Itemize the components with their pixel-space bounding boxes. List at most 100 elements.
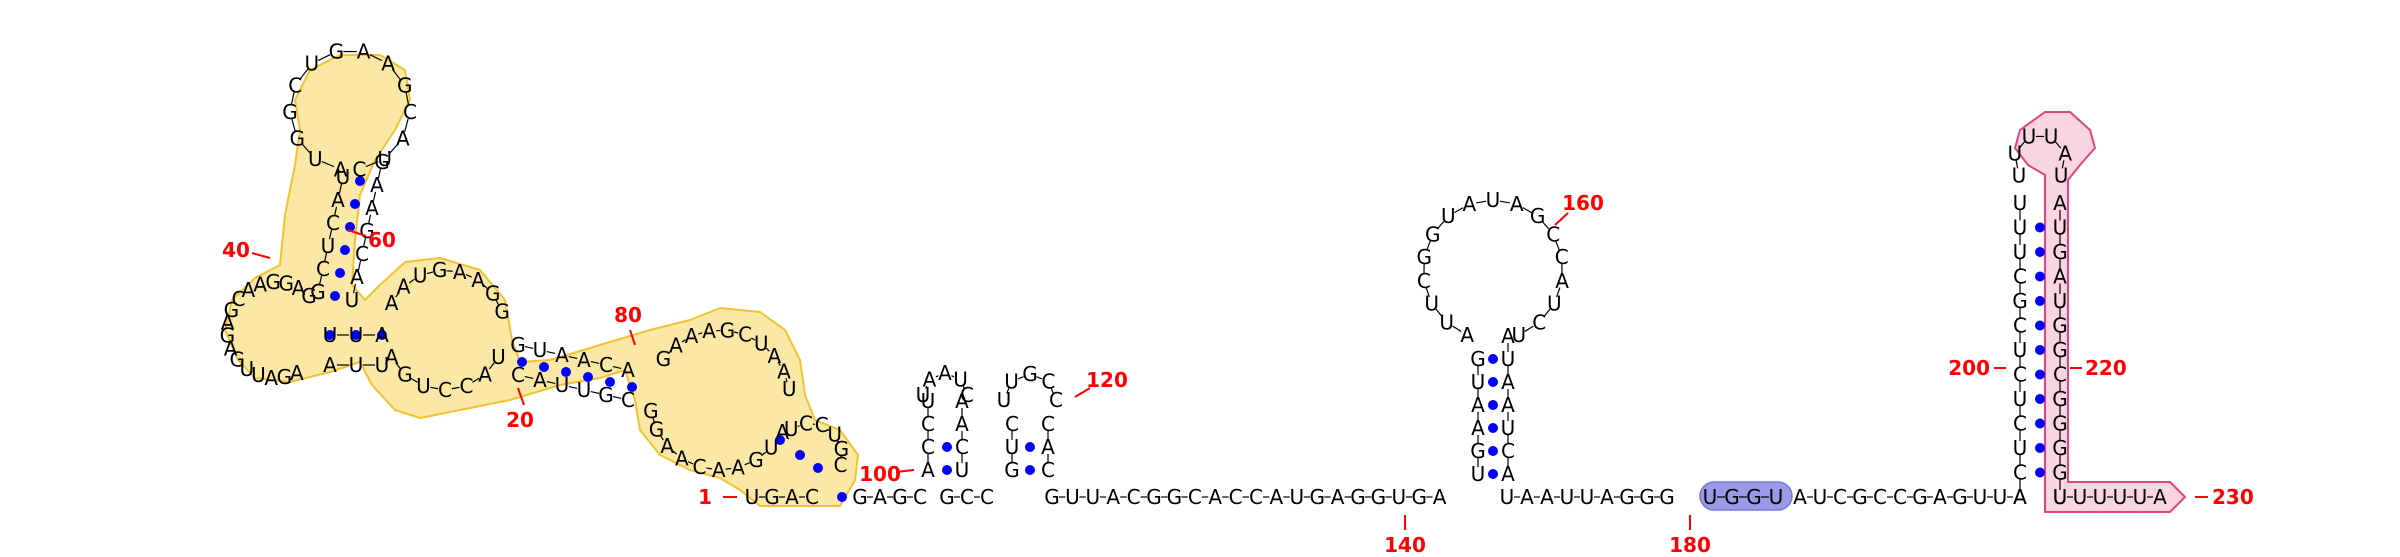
nucleotide: A xyxy=(2053,191,2067,215)
base-pair-dot xyxy=(2035,247,2045,257)
nucleotide: G xyxy=(1004,458,1020,482)
nucleotide: G xyxy=(1416,245,1432,269)
nucleotide: U xyxy=(2007,142,2022,166)
base-pair-dot xyxy=(795,450,805,460)
index-label: 80 xyxy=(614,303,642,327)
base-pair-dot xyxy=(2035,345,2045,355)
base-pair-dot xyxy=(355,176,365,186)
backbone-link xyxy=(328,229,333,240)
index-tick xyxy=(1554,212,1569,226)
nucleotide: U xyxy=(239,357,254,381)
base-pair-dot xyxy=(1488,446,1498,456)
nucleotide: A xyxy=(453,260,467,284)
nucleotide: C xyxy=(1041,412,1055,436)
nucleotide: U xyxy=(321,234,336,258)
backbone-link xyxy=(750,337,756,341)
nucleotide: A xyxy=(1555,269,1569,293)
nucleotide: A xyxy=(1501,324,1515,348)
nucleotide: A xyxy=(264,366,278,390)
index-label: 40 xyxy=(222,238,250,262)
nucleotide: U xyxy=(577,378,592,402)
nucleotide: C xyxy=(2013,314,2027,338)
nucleotide: C xyxy=(232,287,246,311)
index-tick xyxy=(517,387,525,406)
nucleotide: U xyxy=(1391,485,1406,509)
nucleotide: G xyxy=(277,365,293,389)
index-label: 60 xyxy=(368,228,396,252)
nucleotide: U xyxy=(555,373,570,397)
backbone-link xyxy=(362,237,367,248)
index-tick xyxy=(629,329,636,346)
nucleotide: U xyxy=(308,147,323,171)
nucleotide: G xyxy=(892,485,908,509)
nucleotide: G xyxy=(329,40,345,64)
nucleotide: G xyxy=(939,485,955,509)
nucleotide: C xyxy=(1893,485,1907,509)
nucleotide: A xyxy=(385,345,399,369)
base-pair-dot xyxy=(1025,442,1035,452)
backbone-link xyxy=(667,350,672,355)
nucleotide-motif: G xyxy=(1724,485,1740,509)
nucleotide: A xyxy=(955,389,969,413)
base-pair-dot xyxy=(1025,465,1035,475)
backbone-link xyxy=(765,347,770,352)
backbone-link xyxy=(369,54,383,62)
nucleotide-motif: U xyxy=(1769,485,1784,509)
nucleotide: C xyxy=(1229,485,1243,509)
nucleotide: A xyxy=(1471,416,1485,440)
nucleotide: G xyxy=(720,318,736,342)
base-pair-dot xyxy=(2035,271,2045,282)
highlight-layer xyxy=(224,54,2186,513)
base-pair-dot xyxy=(1488,354,1498,364)
backbone-link xyxy=(408,278,415,284)
base-pair-dot xyxy=(350,199,360,209)
nucleotide: A xyxy=(1471,393,1485,417)
nucleotide: C xyxy=(1127,485,1141,509)
nucleotide: A xyxy=(331,188,345,212)
nucleotide: G xyxy=(643,399,659,423)
index-label: 1 xyxy=(698,485,712,509)
backbone-link xyxy=(524,345,534,350)
nucleotide: U xyxy=(1813,485,1828,509)
nucleotide: A xyxy=(1520,485,1534,509)
index-tick xyxy=(1074,387,1091,398)
nucleotide: C xyxy=(511,363,525,387)
index-label: 100 xyxy=(859,462,901,486)
nucleotide: G xyxy=(220,324,236,348)
nucleotide: C xyxy=(921,412,935,436)
nucleotide: C xyxy=(460,374,474,398)
backbone-link xyxy=(524,375,534,380)
nucleotide: A xyxy=(621,358,635,382)
nucleotide: G xyxy=(397,73,413,97)
nucleotide: A xyxy=(675,447,689,471)
nucleotide: A xyxy=(365,196,379,220)
index-tick xyxy=(895,469,915,473)
nucleotide: G xyxy=(1659,485,1675,509)
nucleotide: A xyxy=(397,275,411,299)
nucleotide-tail: U xyxy=(2093,485,2108,509)
backbone-link xyxy=(744,462,750,466)
backbone-link xyxy=(482,284,489,290)
backbone-link xyxy=(1452,325,1462,332)
backbone-link xyxy=(488,362,495,370)
nucleotide: U xyxy=(997,388,1012,412)
nucleotide: U xyxy=(2012,163,2027,187)
backbone-link xyxy=(1555,240,1560,251)
nucleotide: U xyxy=(1065,485,1080,509)
nucleotide: A xyxy=(1462,192,1476,216)
nucleotide: A xyxy=(357,40,371,64)
nucleotide: A xyxy=(2013,485,2027,509)
base-pair-dot xyxy=(2035,222,2045,233)
base-pair-dot xyxy=(775,435,785,445)
backbone-link xyxy=(391,68,401,81)
nucleotide: C xyxy=(1005,412,1019,436)
backbone-link xyxy=(323,252,328,263)
nucleotide: G xyxy=(1470,439,1486,463)
nucleotide-motif: G xyxy=(1746,485,1762,509)
nucleotide: C xyxy=(1833,485,1847,509)
base-pair-dot xyxy=(325,330,335,340)
nucleotide-tail: U xyxy=(2133,485,2148,509)
backbone-link xyxy=(318,275,323,286)
base-pair-dot xyxy=(942,442,952,452)
nucleotide: C xyxy=(326,211,340,235)
